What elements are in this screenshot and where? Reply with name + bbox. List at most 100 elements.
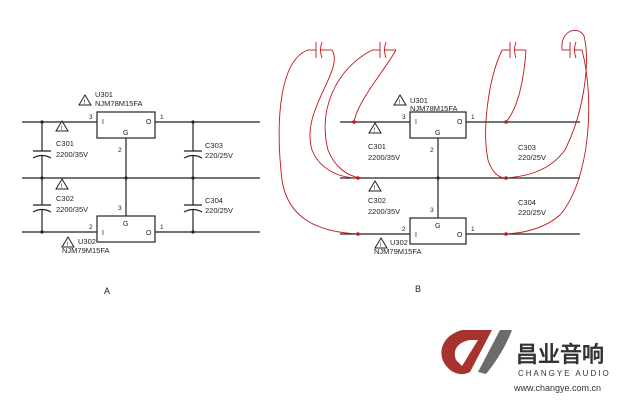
b-u302-pin-out: 1: [471, 226, 475, 233]
u301-pin-in: 3: [89, 114, 93, 121]
c301-warning-mark: !: [61, 125, 63, 132]
c302-value: 2200/35V: [56, 205, 88, 214]
u302-pin-out: 1: [160, 224, 164, 231]
u301-out-letter: O: [146, 119, 152, 126]
b-u301-pin-in: 3: [402, 114, 406, 121]
gnd-node-a: [124, 176, 128, 180]
c302-ref: C302: [56, 194, 74, 203]
u302-warning-mark: !: [67, 241, 69, 248]
b-u301-part: NJM78M15FA: [410, 104, 458, 113]
b-c302-ref: C302: [368, 196, 386, 205]
b-c303-value: 220/25V: [518, 153, 546, 162]
c302-warning-icon: [55, 178, 69, 190]
red-wire-annotations: [278, 29, 590, 236]
logo-swoosh-inner: [454, 340, 478, 366]
u301-box: [96, 111, 156, 139]
b-u301-out-letter: O: [457, 119, 463, 126]
u302-out-letter: O: [146, 230, 152, 237]
b-c303-ref: C303: [518, 143, 536, 152]
b-u302-in-letter: I: [415, 232, 417, 239]
b-u301-pin-gnd: 2: [430, 147, 434, 154]
u301-pin-gnd: 2: [118, 147, 122, 154]
u301-warning-mark: !: [84, 99, 86, 106]
red-dot-1: [356, 232, 360, 236]
red-capacitor-symbols: [308, 41, 582, 59]
b-u301-in-letter: I: [415, 119, 417, 126]
red-wire-6: [505, 49, 527, 123]
b-u301-warning-mark: !: [399, 99, 401, 106]
c303-node-top: [191, 120, 195, 124]
u301-part: NJM78M15FA: [95, 99, 143, 108]
b-u301-box: [409, 111, 467, 139]
b-u302-gnd-letter: G: [435, 223, 440, 230]
c304-node-bot: [191, 230, 195, 234]
b-c301-warning-mark: !: [374, 127, 376, 134]
red-wire-4: [353, 49, 397, 123]
u302-gnd-letter: G: [123, 221, 128, 228]
b-u301-pin-out: 1: [471, 114, 475, 121]
b-u301-ref: U301: [410, 96, 428, 105]
u301-pin-out: 1: [160, 114, 164, 121]
u302-in-letter: I: [102, 230, 104, 237]
watermark-name-en: CHANGYE AUDIO: [518, 369, 611, 378]
watermark-url: www.changye.com.cn: [513, 383, 601, 393]
b-u302-pin-gnd: 3: [430, 207, 434, 214]
red-dot-2: [356, 176, 360, 180]
b-c301-ref: C301: [368, 142, 386, 151]
b-u302-warning-icon: [374, 237, 388, 249]
b-c301-value: 2200/35V: [368, 153, 400, 162]
u302-warning-icon: [61, 236, 75, 248]
changye-logo-icon: [441, 330, 512, 375]
c301-node-top: [40, 120, 44, 124]
b-gnd-node: [436, 176, 440, 180]
b-u302-box: [409, 217, 467, 245]
red-dot-6: [504, 232, 508, 236]
red-dot-4: [504, 120, 508, 124]
red-dot-5: [504, 176, 508, 180]
u302-pin-in: 2: [89, 224, 93, 231]
panel-b: I O G 3 1 2 ! U301 NJM78M15FA I O G 2 1 …: [278, 29, 590, 294]
watermark-name-cn: 昌业音响: [516, 342, 604, 367]
c301-warning-icon: [55, 120, 69, 132]
c301-ref: C301: [56, 139, 74, 148]
b-c302-warning-icon: [368, 180, 382, 192]
b-c302-value: 2200/35V: [368, 207, 400, 216]
c301-value: 2200/35V: [56, 150, 88, 159]
u301-ref: U301: [95, 90, 113, 99]
red-wire-2: [309, 49, 359, 179]
u302-box: [96, 215, 156, 243]
b-c302-warning-mark: !: [374, 185, 376, 192]
b-u302-part: NJM79M15FA: [374, 247, 422, 256]
c304-ref: C304: [205, 196, 223, 205]
u301-in-letter: I: [102, 119, 104, 126]
b-u301-warning-icon: [393, 94, 407, 106]
c302-warning-mark: !: [61, 183, 63, 190]
c303-value: 220/25V: [205, 151, 233, 160]
u302-ref: U302: [78, 237, 96, 246]
u302-part: NJM79M15FA: [62, 246, 110, 255]
panel-a: I O G 3 1 2 ! U301 NJM78M15FA I O G 2 1 …: [22, 90, 260, 296]
b-u302-warning-mark: !: [380, 242, 382, 249]
c302-node-bot: [40, 230, 44, 234]
b-c304-ref: C304: [518, 198, 536, 207]
c304-value: 220/25V: [205, 206, 233, 215]
c303-ref: C303: [205, 141, 223, 150]
red-wire-1: [278, 49, 359, 235]
b-c304-value: 220/25V: [518, 208, 546, 217]
u301-gnd-letter: G: [123, 130, 128, 137]
b-u302-pin-in: 2: [402, 226, 406, 233]
red-wire-7: [505, 29, 587, 179]
b-u302-ref: U302: [390, 238, 408, 247]
red-wire-8: [505, 49, 590, 235]
red-wire-5: [485, 49, 507, 179]
logo-swoosh-gray: [478, 330, 512, 374]
red-wire-3: [324, 49, 373, 179]
panel-b-label: B: [415, 284, 421, 294]
red-dot-3: [352, 120, 356, 124]
changye-watermark: 昌业音响 CHANGYE AUDIO www.changye.com.cn: [441, 330, 611, 393]
b-u302-out-letter: O: [457, 232, 463, 239]
panel-a-label: A: [104, 286, 110, 296]
u302-pin-gnd: 3: [118, 205, 122, 212]
u301-warning-icon: [78, 94, 92, 106]
